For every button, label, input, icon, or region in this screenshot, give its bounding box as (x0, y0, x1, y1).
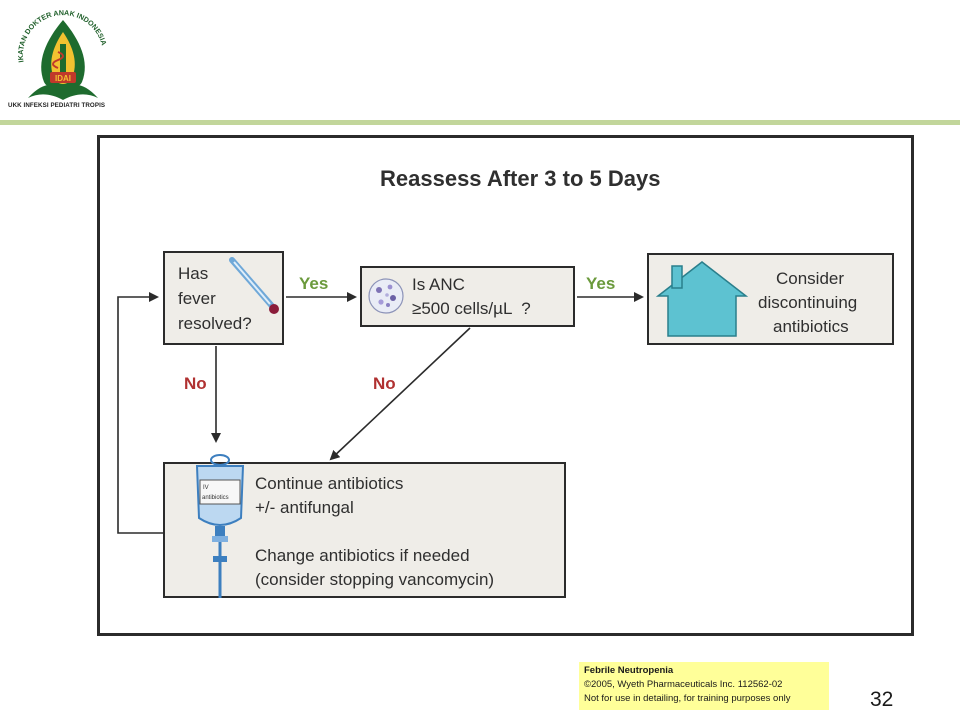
change-line-2: (consider stopping vancomycin) (255, 570, 495, 589)
discontinue-line-3: antibiotics (773, 317, 849, 336)
idai-logo: IKATAN DOKTER ANAK INDONESIA IDAI (16, 8, 109, 100)
fever-box-line-3: resolved? (178, 314, 252, 333)
yes-label-anc: Yes (586, 274, 616, 293)
yes-label-fever: Yes (299, 274, 329, 293)
note-line-2: Not for use in detailing, for training p… (584, 693, 791, 704)
copyright-note: Febrile Neutropenia ©2005, Wyeth Pharmac… (579, 662, 829, 710)
fever-box-line-2: fever (178, 289, 216, 308)
logo-badge-text: IDAI (55, 74, 71, 83)
iv-label-1: IV (203, 485, 209, 491)
continue-line-1: Continue antibiotics (255, 474, 404, 493)
thermometer-icon (229, 257, 279, 314)
header-divider (0, 120, 960, 125)
iv-label-2: antibiotics (202, 495, 229, 501)
anc-box-line-1: Is ANC (412, 275, 465, 294)
discontinue-line-2: discontinuing (758, 293, 858, 312)
note-title: Febrile Neutropenia (584, 665, 674, 676)
no-label-fever: No (184, 374, 207, 393)
slide-number: 32 (870, 688, 894, 711)
change-line-1: Change antibiotics if needed (255, 546, 470, 565)
house-icon (655, 261, 749, 337)
note-line-1: ©2005, Wyeth Pharmaceuticals Inc. 112562… (584, 679, 783, 690)
anc-box-line-2: ≥500 cells/µL ? (412, 299, 531, 318)
blood-cell-icon (368, 278, 404, 314)
logo-caption: UKK INFEKSI PEDIATRI TROPIS (8, 102, 106, 109)
continue-line-2: +/- antifungal (255, 498, 354, 517)
discontinue-line-1: Consider (776, 269, 845, 288)
iv-bag-icon: IV antibiotics (195, 454, 245, 598)
no-label-anc: No (373, 374, 396, 393)
fever-box-line-1: Has (178, 264, 209, 283)
flowchart-title: Reassess After 3 to 5 Days (380, 166, 661, 191)
